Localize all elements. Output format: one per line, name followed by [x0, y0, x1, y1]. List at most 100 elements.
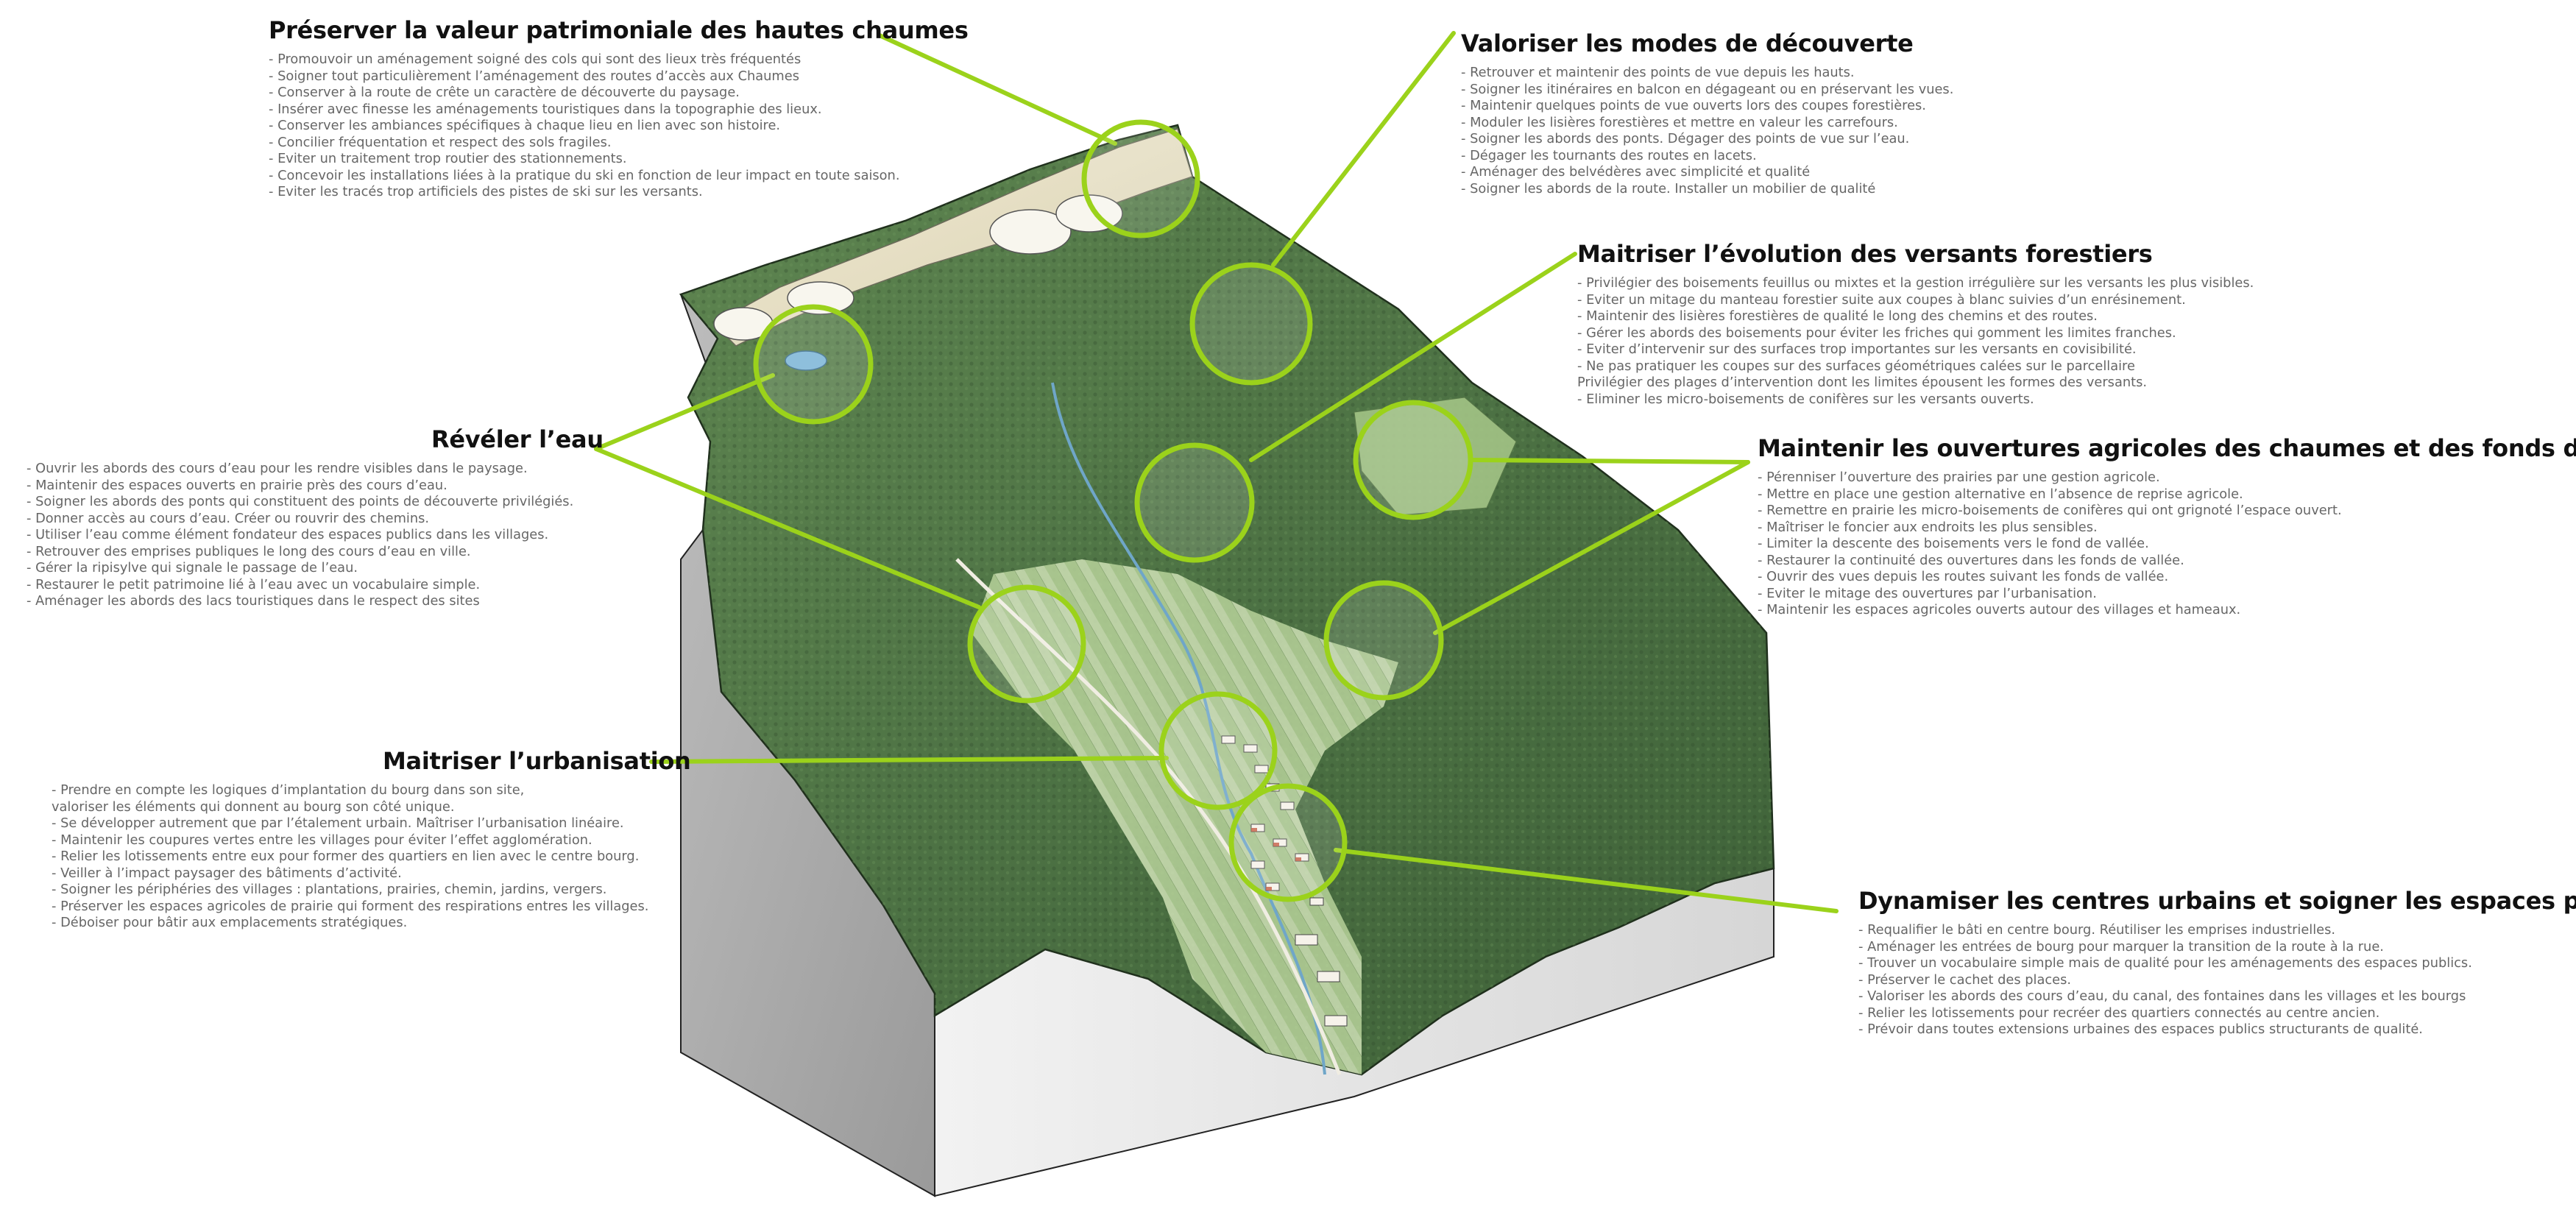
recommendation-item: - Soigner les abords des ponts. Dégager … — [1461, 131, 1910, 146]
leader-versants — [1249, 252, 1577, 462]
recommendation-item: - Mettre en place une gestion alternativ… — [1758, 486, 2243, 502]
leader-lines — [594, 31, 1839, 913]
recommendation-item: - Préserver les espaces agricoles de pra… — [52, 898, 649, 914]
title-decouverte: Valoriser les modes de découverte — [1461, 29, 1914, 57]
recommendation-item: - Eviter un mitage du manteau forestier … — [1577, 291, 2186, 308]
callout-circles — [753, 119, 1473, 902]
recommendation-item: - Insérer avec finesse les aménagements … — [269, 101, 822, 117]
recommendation-item: - Aménager les entrées de bourg pour mar… — [1858, 938, 2384, 955]
recommendation-item: - Restaurer le petit patrimoine lié à l’… — [26, 576, 481, 592]
recommendation-item: - Valoriser les abords des cours d’eau, … — [1858, 988, 2466, 1004]
recommendation-item: - Relier les lotissements entre eux pour… — [52, 849, 640, 864]
title-versants: Maitriser l’évolution des versants fores… — [1577, 240, 2153, 268]
river — [1051, 382, 1326, 1075]
recommendation-item: - Restaurer la continuité des ouvertures… — [1758, 552, 2184, 568]
circle-ouvertures-top — [1353, 400, 1473, 520]
recommendation-item: - Soigner les abords des ponts qui const… — [26, 494, 574, 509]
block-decouverte: Valoriser les modes de découverte - Retr… — [1461, 29, 1953, 197]
recommendation-item: - Aménager des belvédères avec simplicit… — [1461, 164, 1811, 180]
circle-urbanisation — [1158, 691, 1278, 810]
recommendation-item: - Retrouver et maintenir des points de v… — [1461, 65, 1855, 80]
recommendation-item: - Eliminer les micro-boisements de conif… — [1577, 391, 2034, 407]
recommendation-item: - Privilégier des boisements feuillus ou… — [1577, 275, 2254, 291]
circle-hautes-chaumes — [1081, 119, 1200, 238]
recommendation-item: - Utiliser l’eau comme élément fondateur… — [26, 527, 549, 542]
list-versants: - Privilégier des boisements feuillus ou… — [1577, 275, 2254, 408]
leader-ouvertures-bottom — [1433, 460, 1750, 635]
recommendation-item: - Promouvoir un aménagement soigné des c… — [269, 52, 802, 67]
recommendation-item: - Concilier fréquentation et respect des… — [269, 134, 612, 150]
recommendation-item: - Conserver à la route de crête un carac… — [269, 85, 740, 100]
recommendation-item: - Maintenir des lisières forestières de … — [1577, 308, 2098, 324]
list-decouverte: - Retrouver et maintenir des points de v… — [1461, 65, 1953, 197]
recommendation-item: - Soigner les itinéraires en balcon en d… — [1461, 81, 1954, 97]
recommendation-item: - Requalifier le bâti en centre bourg. R… — [1858, 922, 2335, 938]
meadow-upper — [1354, 397, 1517, 516]
recommendation-item: - Concevoir les installations liées à la… — [269, 167, 900, 183]
recommendation-item: - Limiter la descente des boisements ver… — [1758, 536, 2149, 551]
block-ouvertures: Maintenir les ouvertures agricoles des c… — [1758, 434, 2576, 619]
valley-fields — [972, 559, 1398, 1074]
title-ouvertures: Maintenir les ouvertures agricoles des c… — [1758, 434, 2576, 462]
recommendation-item: - Soigner tout particulièrement l’aménag… — [269, 68, 799, 84]
recommendation-item: - Maintenir des espaces ouverts en prair… — [26, 477, 447, 493]
list-hautes-chaumes: - Promouvoir un aménagement soigné des c… — [269, 52, 969, 201]
recommendation-item: - Eviter d’intervenir sur des surfaces t… — [1577, 341, 2137, 357]
leader-eau-top — [594, 373, 775, 451]
recommendation-item: - Veiller à l’impact paysager des bâtime… — [52, 865, 402, 881]
recommendation-item: - Maintenir les espaces agricoles ouvert… — [1758, 602, 2241, 617]
village-buildings — [1221, 735, 1348, 1027]
recommendation-item: Privilégier des plages d’intervention do… — [1577, 375, 2147, 390]
block-eau: Révéler l’eau - Ouvrir les abords des co… — [26, 425, 604, 610]
recommendation-item: - Relier les lotissements pour recréer d… — [1858, 1005, 2380, 1021]
block-hautes-chaumes: Préserver la valeur patrimoniale des hau… — [269, 16, 969, 201]
recommendation-item: - Ouvrir des vues depuis les routes suiv… — [1758, 569, 2169, 584]
recommendation-item: - Eviter les tracés trop artificiels des… — [269, 184, 703, 199]
title-urbanisation: Maitriser l’urbanisation — [383, 747, 691, 775]
block-versants: Maitriser l’évolution des versants fores… — [1577, 240, 2254, 408]
roofs — [1251, 828, 1301, 891]
list-ouvertures: - Pérenniser l’ouverture des prairies pa… — [1758, 470, 2576, 619]
recommendation-item: - Ne pas pratiquer les coupes sur des su… — [1577, 358, 2135, 374]
main-road — [955, 558, 1342, 1075]
leader-hautes-chaumes — [877, 33, 1117, 146]
recommendation-item: - Soigner les périphéries des villages :… — [52, 882, 607, 897]
recommendation-item: - Maintenir les coupures vertes entre le… — [52, 832, 592, 848]
block-centres: Dynamiser les centres urbains et soigner… — [1858, 887, 2576, 1038]
title-centres: Dynamiser les centres urbains et soigner… — [1858, 887, 2576, 915]
title-eau: Révéler l’eau — [431, 425, 604, 453]
recommendation-item: - Prévoir dans toutes extensions urbaine… — [1858, 1022, 2423, 1037]
recommendation-item: valoriser les éléments qui donnent au bo… — [52, 799, 455, 815]
circle-eau-lake — [753, 304, 874, 425]
recommendation-item: - Moduler les lisières forestières et me… — [1461, 114, 1898, 130]
leader-ouvertures-top — [1470, 458, 1750, 464]
terrain — [679, 124, 1775, 1076]
block-urbanisation: Maitriser l’urbanisation - Prendre en co… — [52, 747, 691, 932]
recommendation-item: - Conserver les ambiances spécifiques à … — [269, 118, 781, 133]
recommendation-item: - Soigner les abords de la route. Instal… — [1461, 180, 1876, 196]
circle-centres — [1228, 783, 1348, 902]
recommendation-item: - Eviter le mitage des ouvertures par l’… — [1758, 585, 2097, 601]
list-eau: - Ouvrir les abords des cours d’eau pour… — [26, 461, 604, 610]
leader-urbanisation — [649, 756, 1169, 764]
recommendation-item: - Prendre en compte les logiques d’impla… — [52, 782, 525, 798]
list-centres: - Requalifier le bâti en centre bourg. R… — [1858, 922, 2576, 1038]
recommendation-item: - Dégager les tournants des routes en la… — [1461, 147, 1757, 163]
recommendation-item: - Se développer autrement que par l’étal… — [52, 815, 624, 831]
recommendation-item: - Gérer la ripisylve qui signale le pass… — [26, 560, 358, 576]
leader-centres — [1334, 848, 1839, 913]
recommendation-item: - Ouvrir les abords des cours d’eau pour… — [26, 461, 528, 476]
recommendation-item: - Pérenniser l’ouverture des prairies pa… — [1758, 470, 2160, 485]
recommendation-item: - Aménager les abords des lacs touristiq… — [26, 593, 480, 609]
lake — [785, 350, 827, 371]
list-urbanisation: - Prendre en compte les logiques d’impla… — [52, 782, 691, 932]
title-hautes-chaumes: Préserver la valeur patrimoniale des hau… — [269, 16, 969, 44]
recommendation-item: - Gérer les abords des boisements pour é… — [1577, 325, 2176, 341]
recommendation-item: - Préserver le cachet des places. — [1858, 971, 2071, 988]
recommendation-item: - Eviter un traitement trop routier des … — [269, 151, 627, 166]
recommendation-item: - Déboiser pour bâtir aux emplacements s… — [52, 915, 408, 930]
recommendation-item: - Retrouver des emprises publiques le lo… — [26, 543, 471, 559]
leader-decouverte — [1271, 31, 1456, 267]
recommendation-item: - Maîtriser le foncier aux endroits les … — [1758, 519, 2098, 535]
